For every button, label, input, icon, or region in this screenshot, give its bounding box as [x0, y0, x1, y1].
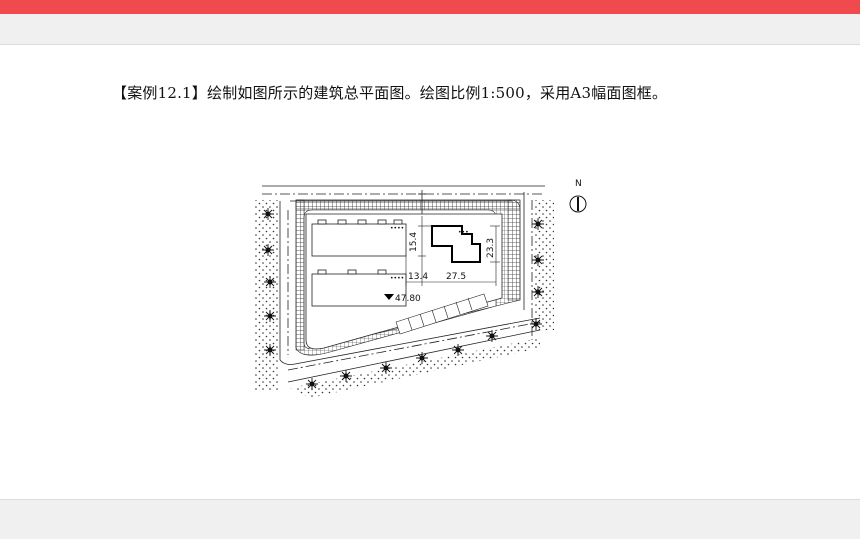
building-existing-2 [311, 269, 407, 307]
parking-stalls [395, 293, 489, 335]
svg-text:•••: ••• [458, 229, 469, 236]
dim-15-4: 15.4 [409, 232, 419, 252]
elevation-label: 47.80 [395, 294, 421, 304]
header-band [0, 14, 860, 45]
case-caption: 【案例12.1】绘制如图所示的建筑总平面图。绘图比例1:500，采用A3幅面图框… [112, 84, 668, 102]
dim-13-4: 13.4 [408, 272, 428, 282]
road-top [262, 185, 545, 202]
north-arrow-icon [569, 195, 587, 213]
footer-band [0, 499, 860, 539]
svg-text:••••: •••• [390, 275, 404, 282]
grass-right [534, 200, 554, 330]
road-left [279, 201, 541, 365]
tree-icons [262, 208, 544, 390]
grass-bottom [290, 338, 540, 398]
road-right [523, 192, 533, 340]
site-plan-figure: •••• •••• ••• 15.4 23.3 13.4 27.5 [240, 170, 600, 410]
road-bottom [287, 321, 541, 383]
top-accent-bar [0, 0, 860, 14]
dim-27-5: 27.5 [446, 272, 466, 282]
building-new [431, 225, 481, 263]
dimension-lines [405, 216, 500, 286]
building-existing-1 [311, 219, 407, 257]
svg-text:••••: •••• [390, 225, 404, 232]
dim-23-3: 23.3 [486, 238, 496, 258]
north-label: N [575, 179, 582, 189]
elevation-triangle [384, 294, 394, 300]
grass-left [254, 200, 278, 390]
